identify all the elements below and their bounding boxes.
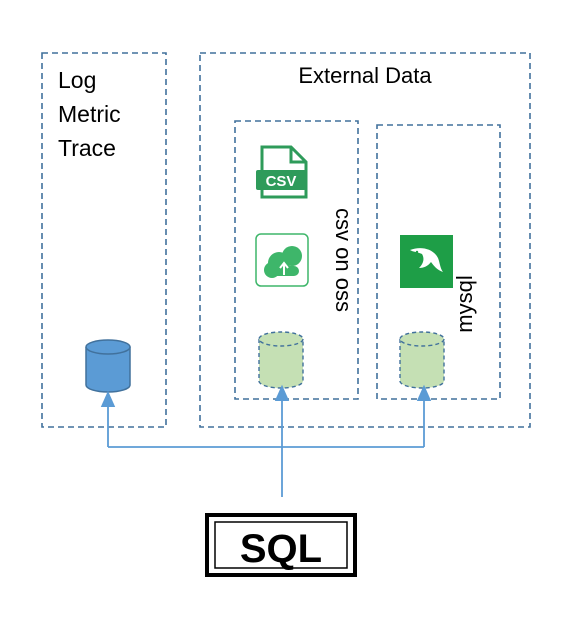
sql-box: SQL xyxy=(205,513,357,577)
sql-label: SQL xyxy=(240,527,322,571)
trace-label: Trace xyxy=(58,135,116,161)
external-data-title: External Data xyxy=(298,63,432,88)
database-cylinder-icon xyxy=(399,331,445,389)
external-data-panel: External Data CSV xyxy=(199,52,531,428)
log-metric-trace-panel: Log Metric Trace xyxy=(41,52,167,428)
log-label: Log xyxy=(58,67,96,93)
csv-file-icon: CSV xyxy=(256,145,308,199)
database-cylinder-icon xyxy=(85,339,131,393)
mysql-dolphin-icon xyxy=(400,235,453,288)
metric-label: Metric xyxy=(58,101,121,127)
csv-icon-text: CSV xyxy=(266,173,297,190)
csv-on-oss-box: CSV csv on oss xyxy=(234,120,359,400)
mysql-label: mysql xyxy=(452,275,477,332)
connector-lines xyxy=(100,384,432,497)
database-cylinder-icon xyxy=(258,331,304,389)
cloud-storage-icon xyxy=(255,233,309,287)
csv-on-oss-label: csv on oss xyxy=(331,208,356,312)
mysql-box: mysql xyxy=(376,124,501,400)
